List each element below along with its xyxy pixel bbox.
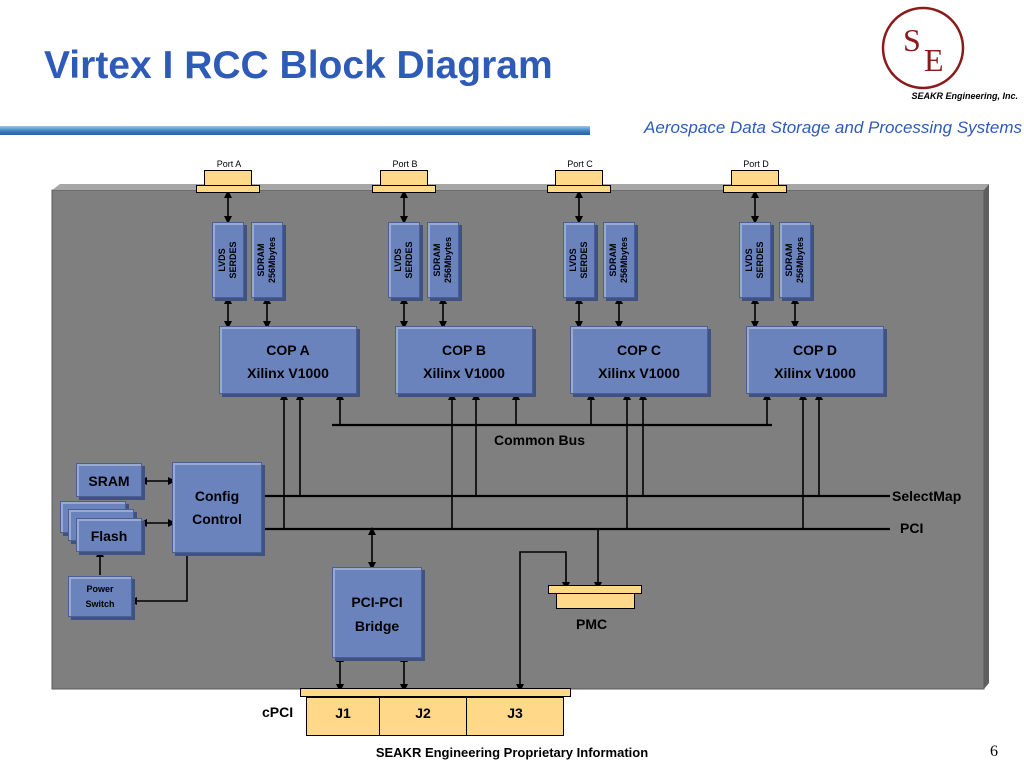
cop-d-name: COP D — [792, 342, 838, 358]
page-number: 6 — [990, 743, 998, 760]
cop-c-part: Xilinx V1000 — [598, 365, 680, 381]
bridge-line1: PCI-PCI — [351, 594, 403, 610]
cop-b-part: Xilinx V1000 — [423, 365, 505, 381]
config-control-line2: Control — [192, 511, 242, 527]
selectmap-label: SelectMap — [892, 488, 962, 504]
svg-text:E: E — [924, 42, 944, 78]
port-b-connector — [380, 170, 428, 186]
port-d-connector — [731, 170, 779, 186]
footer-text: SEAKR Engineering Proprietary Informatio… — [375, 745, 649, 760]
serdes-c: LVDS SERDES — [563, 222, 595, 298]
cop-a: COP A Xilinx V1000 — [219, 326, 357, 394]
cop-b: COP B Xilinx V1000 — [395, 326, 533, 394]
port-a-label: Port A — [216, 159, 242, 169]
sram-block: SRAM — [76, 463, 142, 497]
pci-pci-bridge: PCI-PCI Bridge — [332, 567, 422, 658]
sdram-c: SDRAM 256Mbytes — [603, 222, 635, 298]
title-divider — [0, 126, 590, 135]
sdram-b: SDRAM 256Mbytes — [427, 222, 459, 298]
connector-j1: J1 — [306, 697, 380, 736]
bridge-line2: Bridge — [354, 618, 400, 634]
port-b-label: Port B — [392, 159, 418, 169]
port-d-label: Port D — [743, 159, 769, 169]
cop-c: COP C Xilinx V1000 — [570, 326, 708, 394]
common-bus-label: Common Bus — [494, 432, 585, 448]
seakr-logo: S E — [881, 6, 965, 90]
connector-j3: J3 — [466, 697, 564, 736]
serdes-d: LVDS SERDES — [739, 222, 771, 298]
port-c-connector-base — [547, 185, 611, 193]
cop-c-name: COP C — [616, 342, 662, 358]
port-c-connector — [555, 170, 603, 186]
port-c-label: Port C — [567, 159, 593, 169]
config-control-line1: Config — [194, 488, 240, 504]
cpci-connector-bar — [300, 688, 571, 697]
svg-text:S: S — [903, 22, 921, 58]
cop-d: COP D Xilinx V1000 — [746, 326, 884, 394]
serdes-b: LVDS SERDES — [388, 222, 420, 298]
power-switch-line1: Power — [86, 584, 114, 594]
power-switch-line2: Switch — [85, 599, 115, 609]
cpci-label: cPCI — [262, 704, 294, 720]
slide-title: Virtex I RCC Block Diagram — [44, 44, 553, 87]
power-switch-block: Power Switch — [68, 576, 132, 617]
port-a-connector-base — [196, 185, 260, 193]
pmc-label: PMC — [576, 616, 608, 632]
cop-a-part: Xilinx V1000 — [247, 365, 329, 381]
port-d-connector-base — [723, 185, 787, 193]
cop-d-part: Xilinx V1000 — [774, 365, 856, 381]
company-name: SEAKR Engineering, Inc. — [911, 91, 1018, 101]
serdes-a: LVDS SERDES — [212, 222, 244, 298]
connector-j2: J2 — [379, 697, 467, 736]
sdram-a: SDRAM 256Mbytes — [251, 222, 283, 298]
pmc-connector — [556, 593, 635, 609]
pci-label: PCI — [900, 520, 924, 536]
cop-b-name: COP B — [441, 342, 487, 358]
tagline: Aerospace Data Storage and Processing Sy… — [644, 118, 1022, 137]
cop-a-name: COP A — [266, 342, 310, 358]
sdram-d: SDRAM 256Mbytes — [779, 222, 811, 298]
port-a-connector — [204, 170, 252, 186]
flash-block: Flash — [76, 518, 142, 552]
port-b-connector-base — [372, 185, 436, 193]
config-control-block: Config Control — [172, 462, 262, 553]
